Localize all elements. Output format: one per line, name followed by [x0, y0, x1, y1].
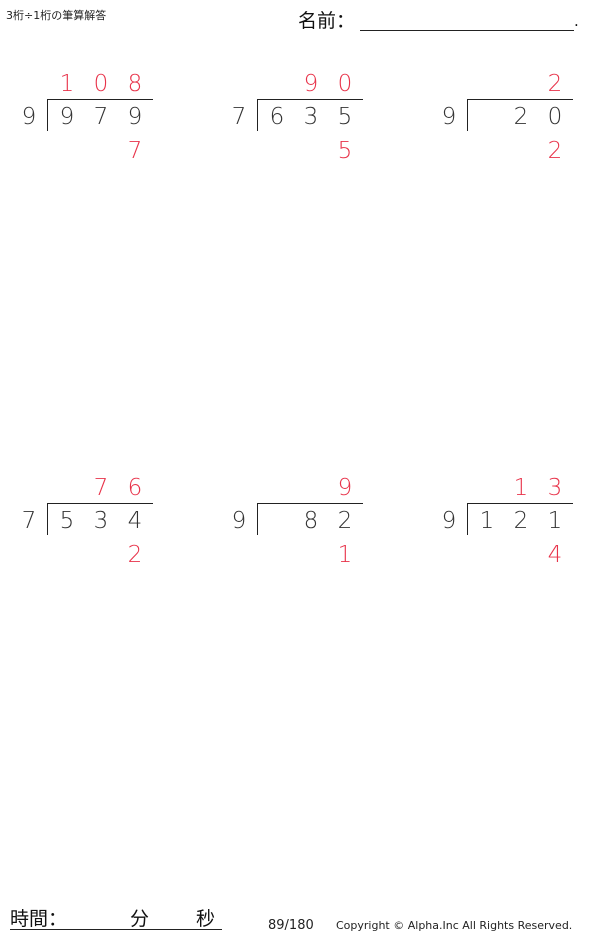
dividend-digit: 9 — [127, 104, 143, 130]
dividend-digit: 8 — [303, 508, 319, 534]
divisor: 9 — [231, 508, 247, 534]
time-label: 時間： — [10, 908, 68, 930]
quotient-digit: 1 — [59, 71, 75, 97]
divisor: 7 — [21, 508, 37, 534]
dividend-digit: 9 — [59, 104, 75, 130]
time-record: 時間： 分 秒 — [10, 904, 222, 932]
division-bracket-top — [47, 503, 153, 504]
name-field[interactable]: 名前： . — [298, 6, 588, 34]
dividend-digit: 6 — [269, 104, 285, 130]
remainder-digit: 1 — [337, 542, 353, 568]
quotient-digit: 7 — [93, 475, 109, 501]
dividend-digit: 5 — [59, 508, 75, 534]
dividend-digit: 0 — [547, 104, 563, 130]
seconds-label: 秒 — [196, 908, 216, 930]
remainder-digit: 2 — [547, 138, 563, 164]
name-period: . — [574, 12, 579, 30]
division-bracket-side — [47, 503, 48, 535]
dividend-digit: 7 — [93, 104, 109, 130]
remainder-digit: 7 — [127, 138, 143, 164]
division-bracket-side — [257, 503, 258, 535]
dividend-digit: 3 — [93, 508, 109, 534]
remainder-digit: 4 — [547, 542, 563, 568]
division-bracket-side — [467, 99, 468, 131]
division-bracket-top — [257, 503, 363, 504]
time-underline — [10, 929, 222, 930]
divisor: 9 — [441, 508, 457, 534]
division-bracket-top — [257, 99, 363, 100]
name-underline[interactable] — [360, 30, 574, 31]
quotient-digit: 0 — [337, 71, 353, 97]
quotient-digit: 3 — [547, 475, 563, 501]
page-title: 3桁÷1桁の筆算解答 — [6, 9, 107, 22]
division-bracket-top — [47, 99, 153, 100]
quotient-digit: 9 — [337, 475, 353, 501]
divisor: 7 — [231, 104, 247, 130]
minutes-label: 分 — [130, 908, 150, 930]
quotient-digit: 9 — [303, 71, 319, 97]
copyright-notice: Copyright © Alpha.Inc All Rights Reserve… — [336, 919, 573, 932]
page-number: 89/180 — [268, 918, 314, 933]
division-bracket-side — [257, 99, 258, 131]
dividend-digit: 1 — [547, 508, 563, 534]
dividend-digit: 4 — [127, 508, 143, 534]
quotient-digit: 6 — [127, 475, 143, 501]
division-bracket-top — [467, 503, 573, 504]
remainder-digit: 5 — [337, 138, 353, 164]
dividend-digit: 2 — [513, 104, 529, 130]
divisor: 9 — [21, 104, 37, 130]
dividend-digit: 5 — [337, 104, 353, 130]
name-label: 名前： — [298, 10, 356, 32]
dividend-digit: 2 — [337, 508, 353, 534]
division-bracket-top — [467, 99, 573, 100]
division-bracket-side — [47, 99, 48, 131]
quotient-digit: 2 — [547, 71, 563, 97]
quotient-digit: 0 — [93, 71, 109, 97]
quotient-digit: 8 — [127, 71, 143, 97]
division-bracket-side — [467, 503, 468, 535]
dividend-digit: 1 — [479, 508, 495, 534]
divisor: 9 — [441, 104, 457, 130]
quotient-digit: 1 — [513, 475, 529, 501]
dividend-digit: 3 — [303, 104, 319, 130]
dividend-digit: 2 — [513, 508, 529, 534]
remainder-digit: 2 — [127, 542, 143, 568]
